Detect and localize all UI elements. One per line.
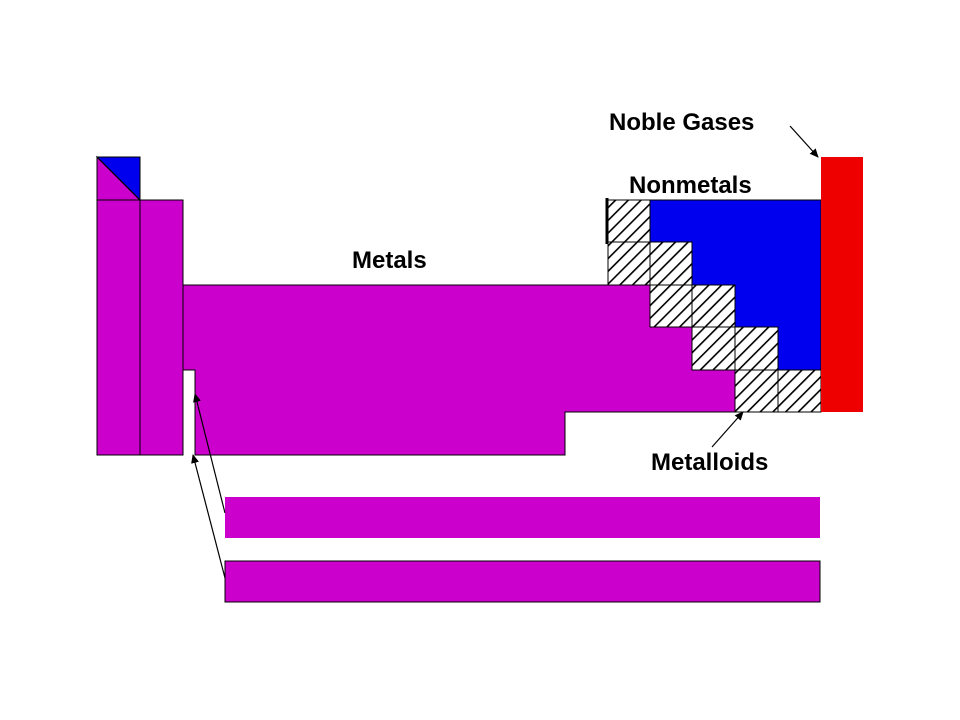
- metals-label: Metals: [352, 247, 427, 274]
- metalloid-cell: [734, 326, 779, 371]
- group-1-column: [96, 199, 141, 456]
- nonmetals-label: Nonmetals: [629, 172, 752, 199]
- metalloid-cell: [607, 241, 651, 286]
- metalloid-cell: [691, 284, 736, 328]
- group-2-column: [139, 199, 184, 456]
- metalloid-cell: [777, 369, 822, 413]
- actinide-pointer-arrow: [191, 454, 226, 579]
- metalloids-label: Metalloids: [651, 449, 768, 476]
- noble-gases-column: [821, 157, 863, 412]
- metalloid-cell: [607, 199, 651, 243]
- metalloids-arrow: [711, 411, 744, 448]
- metalloid-cell: [734, 369, 779, 413]
- metalloid-cell: [649, 284, 693, 328]
- noble-gases-arrow: [789, 125, 819, 158]
- actinide-row: [224, 560, 821, 603]
- metalloid-cell: [649, 241, 693, 286]
- lanthanide-row: [225, 497, 820, 538]
- hydrogen-cell-diagonal: [96, 156, 141, 201]
- lanthanide-pointer-arrow: [193, 393, 226, 514]
- noble-gases-label: Noble Gases: [609, 109, 754, 136]
- metalloid-cell: [691, 326, 736, 371]
